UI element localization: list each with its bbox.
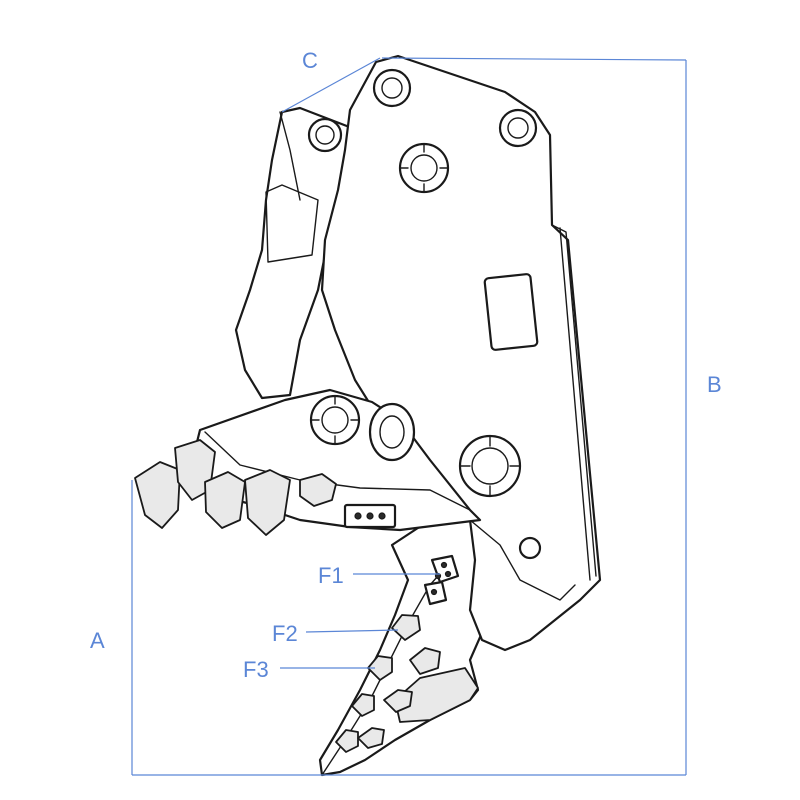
leader-f2 — [305, 629, 399, 633]
label-c: C — [302, 48, 318, 73]
label-f3: F3 — [243, 657, 269, 682]
moving-upper-jaw — [134, 388, 482, 536]
label-f2: F2 — [272, 621, 298, 646]
fixed-lower-jaw — [318, 518, 502, 777]
dimension-lines — [131, 57, 687, 776]
label-f1: F1 — [318, 563, 344, 588]
label-b: B — [707, 372, 722, 397]
label-a: A — [90, 628, 105, 653]
main-body-plate — [320, 54, 602, 652]
dim-line-top — [381, 57, 687, 61]
dim-line-c — [281, 57, 381, 113]
